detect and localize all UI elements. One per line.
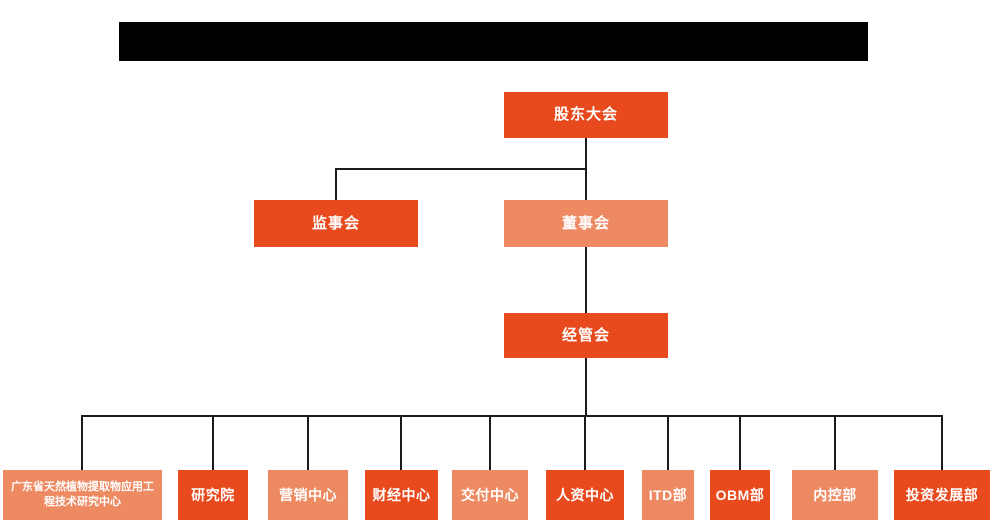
org-node-label: 董事会 xyxy=(561,214,610,232)
org-node-label: 监事会 xyxy=(311,214,360,232)
org-node-management-committee: 经管会 xyxy=(504,313,668,358)
org-node-hr-center: 人资中心 xyxy=(546,470,624,520)
org-node-label: 营销中心 xyxy=(279,486,337,503)
org-node-obm-department: OBM部 xyxy=(710,470,770,520)
org-node-finance-center: 财经中心 xyxy=(365,470,438,520)
org-node-research-center: 广东省天然植物提取物应用工程技术研究中心 xyxy=(3,470,162,520)
org-node-label: ITD部 xyxy=(648,486,688,503)
org-node-label: OBM部 xyxy=(715,486,765,503)
org-node-supervisory-board: 监事会 xyxy=(254,200,418,247)
connector-line xyxy=(81,415,83,470)
org-node-label: 投资发展部 xyxy=(905,486,979,503)
org-node-investment-development-department: 投资发展部 xyxy=(894,470,990,520)
connector-line xyxy=(489,415,491,470)
connector-line xyxy=(585,358,587,416)
connector-line xyxy=(834,415,836,470)
org-node-internal-control-department: 内控部 xyxy=(792,470,878,520)
org-node-label: 经管会 xyxy=(561,326,610,344)
connector-line xyxy=(400,415,402,470)
connector-line xyxy=(212,415,214,470)
connector-line xyxy=(941,415,943,470)
org-node-label: 人资中心 xyxy=(556,486,614,503)
org-node-label: 内控部 xyxy=(813,486,857,503)
connector-line xyxy=(81,415,943,417)
org-node-board-of-directors: 董事会 xyxy=(504,200,668,247)
connector-line xyxy=(307,415,309,470)
org-node-label: 交付中心 xyxy=(461,486,519,503)
connector-line xyxy=(335,168,337,200)
org-node-delivery-center: 交付中心 xyxy=(452,470,528,520)
org-node-label: 研究院 xyxy=(191,486,235,503)
org-node-itd-department: ITD部 xyxy=(642,470,694,520)
org-node-label: 股东大会 xyxy=(553,106,618,124)
connector-line xyxy=(335,168,587,170)
org-node-label: 广东省天然植物提取物应用工程技术研究中心 xyxy=(11,480,154,508)
black-banner xyxy=(119,22,868,61)
org-node-label: 财经中心 xyxy=(372,486,431,503)
org-node-shareholders-meeting: 股东大会 xyxy=(504,92,668,138)
connector-line xyxy=(667,415,669,470)
connector-line xyxy=(584,415,586,470)
connector-line xyxy=(585,247,587,313)
org-node-marketing-center: 营销中心 xyxy=(268,470,348,520)
connector-line xyxy=(739,415,741,470)
org-node-research-institute: 研究院 xyxy=(178,470,248,520)
